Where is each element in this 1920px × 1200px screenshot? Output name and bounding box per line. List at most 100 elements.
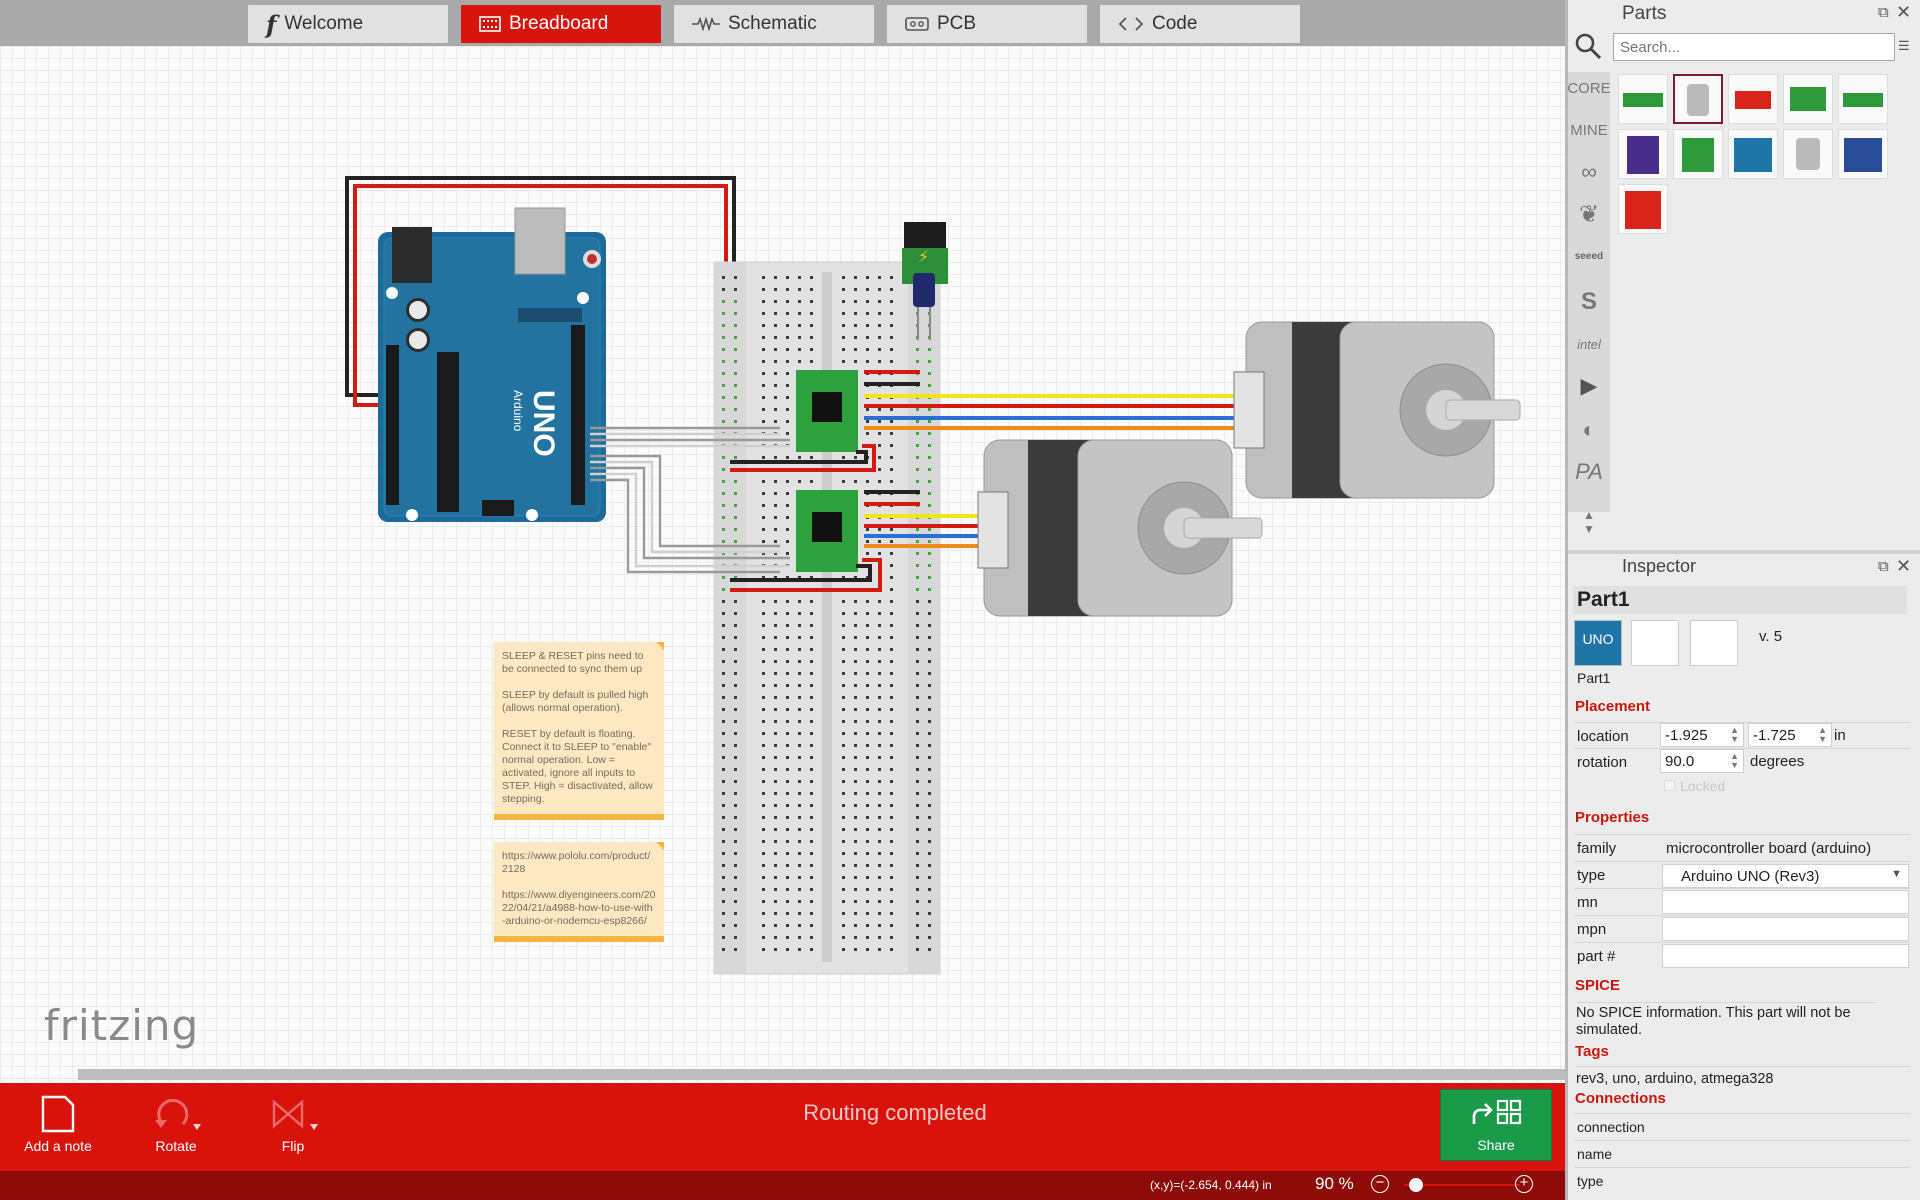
capacitor[interactable] bbox=[913, 273, 935, 340]
fritzing-logo: fritzing bbox=[44, 1001, 200, 1050]
part-thumb[interactable] bbox=[1783, 74, 1833, 124]
breadboard-canvas[interactable]: UNO Arduino bbox=[0, 46, 1565, 1083]
note-link[interactable]: https://www.diyengineers.com/2022/04/21/… bbox=[502, 889, 656, 927]
search-options-icon[interactable]: ☰ bbox=[1898, 38, 1910, 53]
placement-section[interactable]: Placement bbox=[1575, 698, 1651, 715]
driver-power-wires[interactable] bbox=[730, 370, 920, 592]
signal-wires[interactable] bbox=[590, 426, 790, 574]
stepper-motor-2[interactable] bbox=[977, 439, 1263, 617]
arduino-icon[interactable]: ∞ bbox=[1581, 159, 1597, 184]
part-version: v. 5 bbox=[1759, 628, 1783, 645]
zoom-out-icon[interactable]: − bbox=[1371, 1175, 1389, 1193]
part-thumb[interactable] bbox=[1783, 129, 1833, 179]
add-note-label: Add a note bbox=[24, 1138, 92, 1154]
part-thumb[interactable] bbox=[1728, 74, 1778, 124]
location-label: location bbox=[1577, 728, 1629, 745]
parts-search-input[interactable] bbox=[1613, 33, 1895, 61]
zoom-in-icon[interactable]: + bbox=[1515, 1175, 1533, 1193]
breadboard[interactable] bbox=[713, 261, 941, 975]
mpn-label: mpn bbox=[1577, 921, 1607, 938]
dc-barrel-jack[interactable]: ⚡ bbox=[902, 222, 948, 284]
pcb-icon bbox=[905, 17, 929, 31]
tab-welcome[interactable]: f Welcome bbox=[248, 5, 448, 43]
mn-row: mn bbox=[1575, 888, 1910, 914]
fritzing-bird-icon[interactable]: ❦ bbox=[1578, 200, 1600, 228]
undock-icon[interactable]: ⧉ bbox=[1878, 4, 1889, 21]
part-thumb[interactable] bbox=[1838, 74, 1888, 124]
location-y-input[interactable]: -1.725▲▼ bbox=[1748, 723, 1832, 747]
parts-bin-tabs bbox=[1568, 72, 1610, 512]
note-link[interactable]: https://www.pololu.com/product/2128 bbox=[502, 850, 651, 875]
bin-mine[interactable]: MINE bbox=[1570, 121, 1608, 139]
tab-pcb[interactable]: PCB bbox=[887, 5, 1087, 43]
a4988-driver-2[interactable] bbox=[796, 490, 858, 572]
undock-icon[interactable]: ⧉ bbox=[1878, 558, 1889, 575]
arduino-uno-board[interactable]: UNO Arduino bbox=[378, 207, 606, 522]
rotation-row: rotation bbox=[1575, 748, 1910, 774]
intel-icon[interactable]: intel bbox=[1577, 336, 1601, 352]
part-thumb-selected[interactable] bbox=[1673, 74, 1723, 124]
type-select[interactable]: Arduino UNO (Rev3)▼ bbox=[1662, 864, 1909, 888]
parts-panel-title: Parts bbox=[1622, 3, 1667, 24]
inspector-part-title[interactable]: Part1 bbox=[1573, 586, 1907, 614]
add-note-button[interactable]: Add a note bbox=[3, 1090, 113, 1154]
panel-divider[interactable] bbox=[1568, 550, 1920, 554]
bin-scroll-arrows-icon[interactable]: ▲▼ bbox=[1583, 508, 1595, 536]
name-row: name bbox=[1575, 1140, 1910, 1166]
a4988-driver-1[interactable] bbox=[796, 370, 858, 452]
part-number-input[interactable] bbox=[1662, 944, 1909, 968]
pa-bin-icon[interactable]: PA bbox=[1575, 459, 1603, 484]
part-thumb[interactable] bbox=[1728, 129, 1778, 179]
motor-wires[interactable] bbox=[864, 394, 1238, 548]
rotation-input[interactable]: 90.0▲▼ bbox=[1660, 749, 1744, 773]
tab-code[interactable]: Code bbox=[1100, 5, 1300, 43]
play-icon[interactable]: ▶ bbox=[1580, 373, 1598, 398]
part-number-row: part # bbox=[1575, 942, 1910, 968]
part-thumb[interactable] bbox=[1618, 184, 1668, 234]
properties-section[interactable]: Properties bbox=[1575, 809, 1650, 826]
connections-section[interactable]: Connections bbox=[1575, 1090, 1666, 1107]
tab-schematic[interactable]: Schematic bbox=[674, 5, 874, 43]
mn-input[interactable] bbox=[1662, 890, 1909, 914]
flip-button[interactable]: Flip bbox=[238, 1090, 348, 1154]
close-icon[interactable]: ✕ bbox=[1896, 2, 1912, 22]
bin-core[interactable]: CORE bbox=[1567, 79, 1611, 97]
rotation-label: rotation bbox=[1577, 754, 1628, 771]
part-thumb[interactable] bbox=[1618, 74, 1668, 124]
share-button[interactable]: Share bbox=[1440, 1089, 1552, 1161]
sticky-note-links[interactable]: https://www.pololu.com/product/2128 http… bbox=[494, 842, 664, 942]
tags-section[interactable]: Tags bbox=[1575, 1043, 1609, 1060]
sparkfun-icon[interactable]: S bbox=[1580, 288, 1597, 315]
location-row: location bbox=[1575, 722, 1910, 748]
tab-breadboard[interactable]: Breadboard bbox=[461, 5, 661, 43]
part-thumb[interactable] bbox=[1838, 129, 1888, 179]
close-icon[interactable]: ✕ bbox=[1896, 556, 1912, 576]
breadboard-icon bbox=[479, 16, 501, 32]
part-thumb[interactable] bbox=[1673, 129, 1723, 179]
locked-checkbox[interactable] bbox=[1664, 780, 1675, 791]
spice-section[interactable]: SPICE bbox=[1575, 977, 1621, 994]
rotate-button[interactable]: Rotate bbox=[121, 1090, 231, 1154]
bottom-toolbar bbox=[0, 1083, 1565, 1171]
zoom-slider-handle[interactable] bbox=[1408, 1178, 1423, 1192]
mpn-input[interactable] bbox=[1662, 917, 1909, 941]
tags-text: rev3, uno, arduino, atmega328 bbox=[1576, 1066, 1910, 1087]
seeed-icon[interactable]: seeed bbox=[1574, 250, 1604, 262]
rotate-icon bbox=[155, 1098, 201, 1130]
part-thumb[interactable] bbox=[1618, 129, 1668, 179]
zoom-level: 90 % bbox=[1315, 1174, 1354, 1193]
power-wire[interactable] bbox=[345, 176, 736, 407]
snootlab-icon[interactable]: ◐ bbox=[1582, 417, 1596, 442]
code-icon bbox=[1118, 17, 1144, 31]
stepper-motor-1[interactable] bbox=[1233, 321, 1521, 499]
search-icon[interactable] bbox=[1573, 31, 1603, 61]
circuit-drawing: UNO Arduino bbox=[345, 176, 1521, 975]
svg-text:Arduino: Arduino bbox=[511, 390, 525, 432]
zoom-slider-track[interactable] bbox=[1404, 1184, 1520, 1186]
horizontal-scrollbar[interactable] bbox=[78, 1069, 1565, 1080]
location-x-input[interactable]: -1.925▲▼ bbox=[1660, 723, 1744, 747]
tab-schematic-label: Schematic bbox=[728, 13, 817, 34]
routing-status: Routing completed bbox=[803, 1100, 987, 1125]
sticky-note-sleep-reset[interactable]: SLEEP & RESET pins need to be connected … bbox=[494, 642, 664, 820]
